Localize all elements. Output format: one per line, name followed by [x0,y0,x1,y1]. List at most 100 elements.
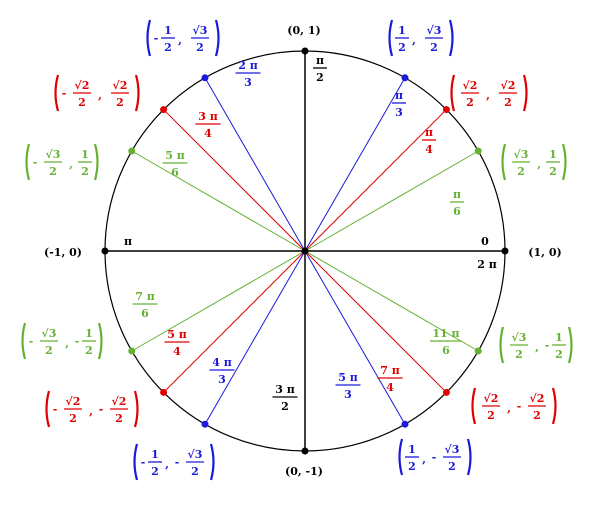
fraction-denominator: 2 [281,400,289,413]
ray-240 [204,250,306,425]
point-210 [128,347,136,355]
angle-label-270: 3 π2 [272,383,298,413]
fraction-numerator: 4 π [212,356,232,369]
point-180 [101,247,109,255]
fraction-numerator: √3 [46,148,61,161]
fraction-numerator: 5 π [167,328,187,341]
fraction-numerator: √2 [501,79,516,92]
angle-label-120: 2 π3 [235,59,261,89]
angle-label-225: 5 π4 [164,328,190,358]
angle-label-135: 3 π4 [195,110,221,140]
fraction-denominator: 2 [487,409,495,422]
y-coordinate: √22 [110,395,128,425]
left-paren [45,390,51,428]
fraction-denominator: 2 [45,344,53,357]
point-60 [401,74,409,82]
fraction-numerator: 7 π [135,290,155,303]
point-45 [442,106,450,114]
fraction-denominator: 6 [171,166,179,179]
fraction-denominator: 2 [448,460,456,473]
y-coordinate: √22 [499,79,517,109]
fraction-numerator: 1 [151,448,159,461]
right-paren [214,19,220,57]
fraction-denominator: 2 [115,412,123,425]
fraction-numerator: 1 [398,24,406,37]
angle-label-30: π6 [450,188,464,218]
fraction-denominator: 6 [141,307,149,320]
point-0 [501,247,509,255]
coord-label-180: (-1, 0) [44,246,82,259]
x-coordinate: √32 [44,148,62,178]
coord-label-225: -√22,-√22 [45,390,139,428]
fraction-denominator: 2 [517,165,525,178]
comma: , [69,158,73,171]
point-150 [128,147,136,155]
angle-label-300: 5 π3 [335,371,361,401]
right-paren [134,74,140,112]
fraction-denominator: 2 [151,465,159,478]
coord-label-60: 12,√32 [388,19,454,57]
coord-label-300: 12,-√32 [398,438,472,476]
fraction-numerator: 11 π [432,327,459,340]
fraction-numerator: 1 [408,443,416,456]
minus-sign: - [53,403,58,416]
fraction-numerator: √3 [427,24,442,37]
coord-label-30: √32, 1 2 [501,143,567,181]
fraction-denominator: 2 [533,409,541,422]
fraction-numerator: √3 [193,24,208,37]
comma: , [507,402,511,415]
coord-label-210: -√32,-12 [21,322,103,360]
fraction-denominator: 2 [81,165,89,178]
right-paren [522,74,528,112]
left-paren [398,438,404,476]
fraction-numerator: 2 π [238,59,258,72]
fraction-numerator: 5 π [165,149,185,162]
minus-sign: - [517,400,522,413]
point-270 [301,447,309,455]
angle-label-315: 7 π4 [377,364,403,394]
fraction-denominator: 2 [515,348,523,361]
minus-sign: - [33,156,38,169]
fraction-numerator: √2 [530,392,545,405]
angle-label-210: 7 π6 [132,290,158,320]
x-coordinate: √32 [512,148,530,178]
fraction-denominator: 3 [244,76,252,89]
angle-label-180: π [124,235,132,248]
fraction-denominator: 2 [316,71,324,84]
minus-sign: - [29,335,34,348]
left-paren [471,387,477,425]
fraction-denominator: 2 [408,460,416,473]
minus-sign: - [175,456,180,469]
x-coordinate: √22 [461,79,479,109]
minus-sign: - [141,456,146,469]
fraction-denominator: 3 [344,388,352,401]
ray-120 [204,77,306,252]
y-coordinate: √32 [191,24,209,54]
x-coordinate: 12 [395,24,409,54]
fraction-numerator: 7 π [380,364,400,377]
comma: , [537,158,541,171]
minus-sign: - [154,32,159,45]
fraction-denominator: 2 [549,165,557,178]
left-paren [21,322,27,360]
fraction-denominator: 3 [395,106,403,119]
right-paren [209,443,215,481]
coordinate-labels: √32,12√22,√2212,√32-12,√32-√22,√22-√32,1… [21,19,573,481]
ray-30 [304,150,479,252]
y-coordinate: √32 [425,24,443,54]
fraction-denominator: 2 [116,96,124,109]
angle-rays [131,77,479,425]
right-paren [551,387,557,425]
comma: , [98,89,102,102]
fraction-numerator: 1 [549,148,557,161]
angle-label-330: 11 π6 [430,327,462,357]
point-225 [160,388,168,396]
x-coordinate: √32 [40,327,58,357]
right-paren [466,438,472,476]
ray-210 [131,250,306,352]
fraction-denominator: 2 [196,41,204,54]
fraction-numerator: π [425,126,433,139]
ray-135 [163,109,306,252]
fraction-denominator: 2 [466,96,474,109]
